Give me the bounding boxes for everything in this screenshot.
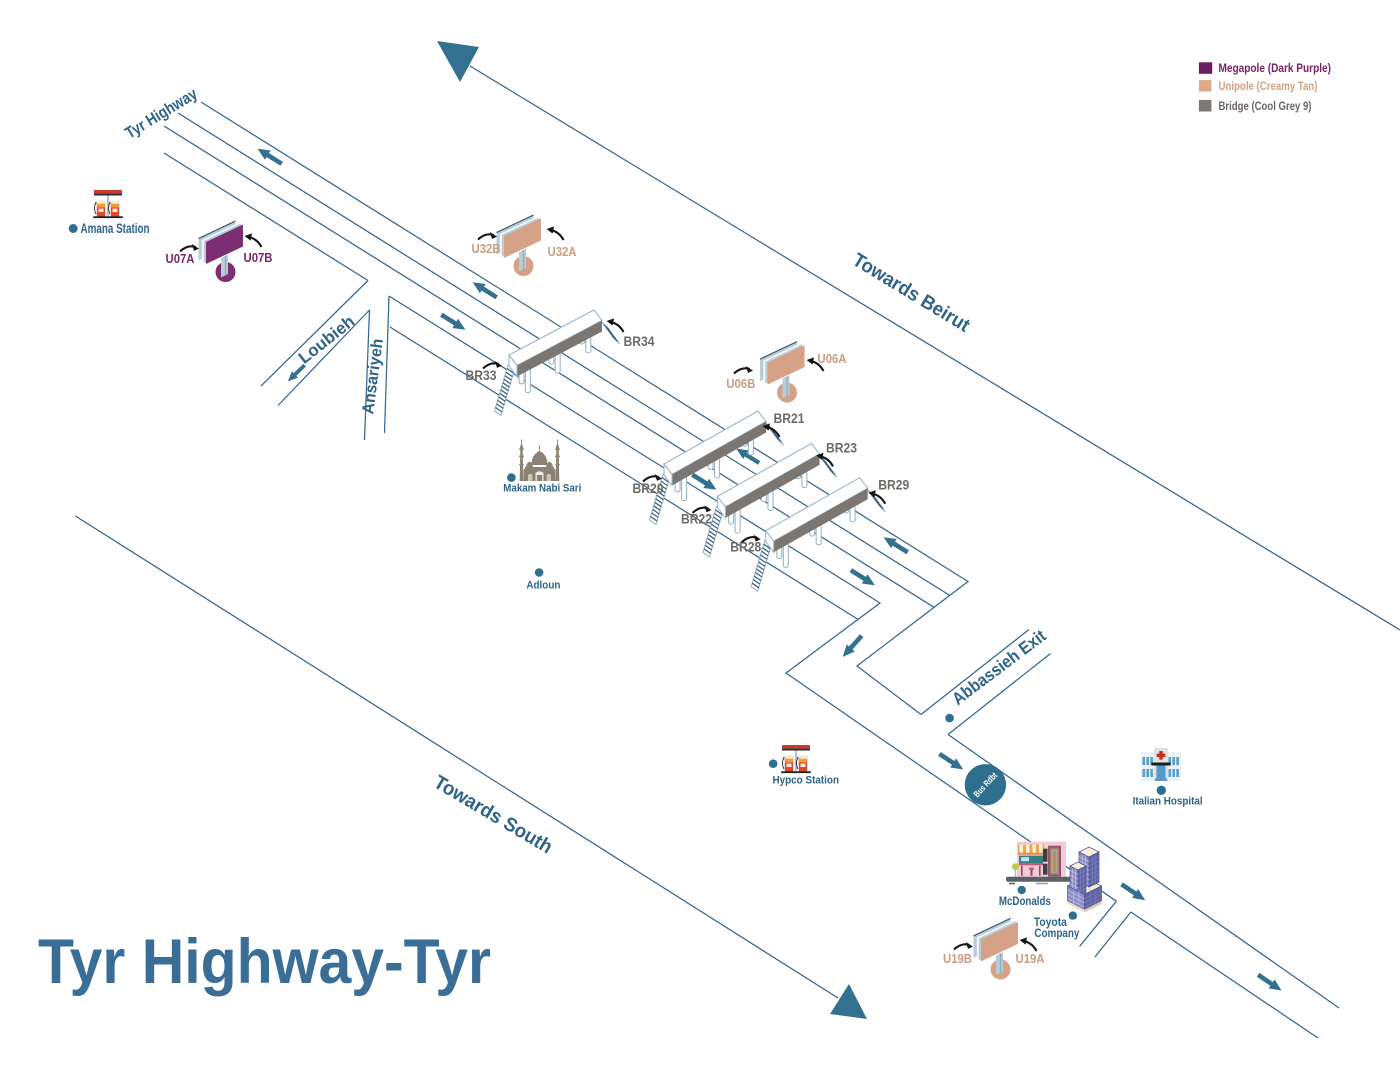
svg-text:U06B: U06B (726, 376, 755, 391)
svg-text:McDonalds: McDonalds (999, 895, 1051, 908)
svg-text:Company: Company (1034, 927, 1079, 940)
svg-text:U07A: U07A (166, 251, 196, 266)
svg-text:U19A: U19A (1016, 951, 1046, 966)
svg-text:Hypco Station: Hypco Station (773, 775, 840, 787)
svg-text:Megapole (Dark Purple): Megapole (Dark Purple) (1219, 63, 1332, 75)
svg-text:Toyota: Toyota (1034, 916, 1067, 929)
svg-text:U19B: U19B (943, 951, 972, 966)
svg-text:Adloun: Adloun (526, 580, 560, 592)
svg-text:Bridge (Cool Grey 9): Bridge (Cool Grey 9) (1219, 101, 1312, 113)
svg-text:Unipole (Creamy Tan): Unipole (Creamy Tan) (1219, 81, 1318, 93)
svg-text:BR22: BR22 (681, 510, 712, 526)
svg-text:U32A: U32A (548, 244, 578, 259)
svg-text:U32B: U32B (472, 241, 501, 256)
svg-text:BR34: BR34 (624, 333, 655, 349)
svg-text:Italian Hospital: Italian Hospital (1133, 796, 1203, 808)
svg-text:BR23: BR23 (826, 439, 857, 455)
svg-text:BR21: BR21 (774, 410, 805, 426)
svg-text:BR29: BR29 (878, 477, 909, 493)
svg-text:BR28: BR28 (730, 539, 761, 555)
svg-text:BR33: BR33 (466, 367, 497, 383)
svg-text:U07B: U07B (244, 250, 273, 265)
svg-text:U06A: U06A (818, 351, 848, 366)
svg-text:Amana Station: Amana Station (81, 221, 150, 236)
svg-text:Tyr Highway-Tyr: Tyr Highway-Tyr (38, 927, 491, 997)
svg-text:Makam Nabi Sari: Makam Nabi Sari (503, 483, 581, 495)
svg-text:BR20: BR20 (633, 480, 664, 496)
